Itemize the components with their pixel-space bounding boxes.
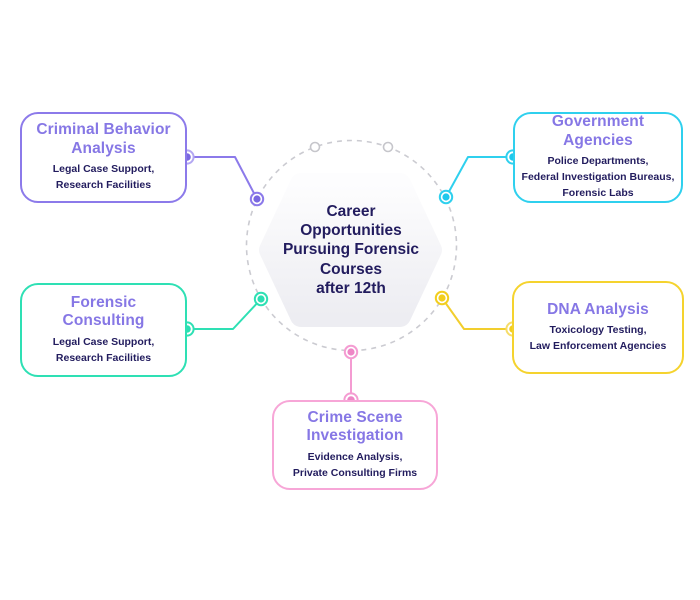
card-title: DNA Analysis xyxy=(547,301,649,319)
card-title-line: Analysis xyxy=(71,139,136,157)
card-title-line: Government xyxy=(551,113,645,131)
card-title: Government Agencies xyxy=(552,113,644,150)
card-subtitle: Evidence Analysis, Private Consulting Fi… xyxy=(293,449,417,482)
card-subtitle-line: Research Facilities xyxy=(55,179,152,192)
card-criminal-behavior-analysis: Criminal Behavior Analysis Legal Case Su… xyxy=(20,112,187,203)
ring-decor-circle-right xyxy=(382,141,394,153)
card-title-line: Crime Scene xyxy=(307,408,403,426)
center-title-line: after 12th xyxy=(316,280,386,298)
card-title: Crime Scene Investigation xyxy=(307,409,404,446)
card-title: Forensic Consulting xyxy=(63,294,145,331)
card-title-line: Criminal Behavior xyxy=(36,121,171,139)
card-crime-scene-investigation: Crime Scene Investigation Evidence Analy… xyxy=(272,400,438,490)
card-dna-analysis: DNA Analysis Toxicology Testing, Law Enf… xyxy=(512,281,684,374)
card-title-line: Investigation xyxy=(306,427,404,445)
card-subtitle: Legal Case Support, Research Facilities xyxy=(53,334,155,367)
card-subtitle-line: Legal Case Support, xyxy=(52,335,155,348)
center-title-line: Opportunities xyxy=(300,221,402,239)
connector-forensic-consulting xyxy=(186,298,262,330)
card-subtitle-line: Evidence Analysis, xyxy=(307,450,403,463)
card-forensic-consulting: Forensic Consulting Legal Case Support, … xyxy=(20,283,187,377)
card-title-line: Agencies xyxy=(563,131,633,149)
card-subtitle-line: Research Facilities xyxy=(55,351,152,364)
center-title-line: Courses xyxy=(319,260,383,278)
card-subtitle: Legal Case Support, Research Facilities xyxy=(53,161,155,194)
connector-government xyxy=(445,156,514,198)
card-government-agencies: Government Agencies Police Departments, … xyxy=(513,112,683,203)
connector-criminal-behavior xyxy=(186,156,258,200)
ring-node-pink xyxy=(343,344,359,360)
center-title-line: Pursuing Forensic xyxy=(282,241,420,259)
card-title-line: DNA Analysis xyxy=(547,300,649,318)
card-subtitle-line: Forensic Labs xyxy=(562,187,634,200)
card-title-line: Consulting xyxy=(62,312,145,330)
card-subtitle-line: Law Enforcement Agencies xyxy=(529,340,667,353)
card-subtitle-line: Police Departments, xyxy=(547,154,649,167)
card-subtitle: Police Departments, Federal Investigatio… xyxy=(522,153,675,202)
card-subtitle-line: Legal Case Support, xyxy=(52,163,155,176)
center-title: Career Opportunities Pursuing Forensic C… xyxy=(258,173,444,327)
ring-decor-circle-left xyxy=(309,141,321,153)
card-subtitle-line: Toxicology Testing, xyxy=(549,323,647,336)
card-title-line: Forensic xyxy=(70,293,137,311)
connector-dna xyxy=(441,297,514,330)
center-title-line: Career xyxy=(326,202,376,220)
card-subtitle-line: Federal Investigation Bureaus, xyxy=(521,171,675,184)
card-subtitle: Toxicology Testing, Law Enforcement Agen… xyxy=(530,322,667,355)
card-subtitle-line: Private Consulting Firms xyxy=(292,466,418,479)
card-title: Criminal Behavior Analysis xyxy=(36,121,170,158)
